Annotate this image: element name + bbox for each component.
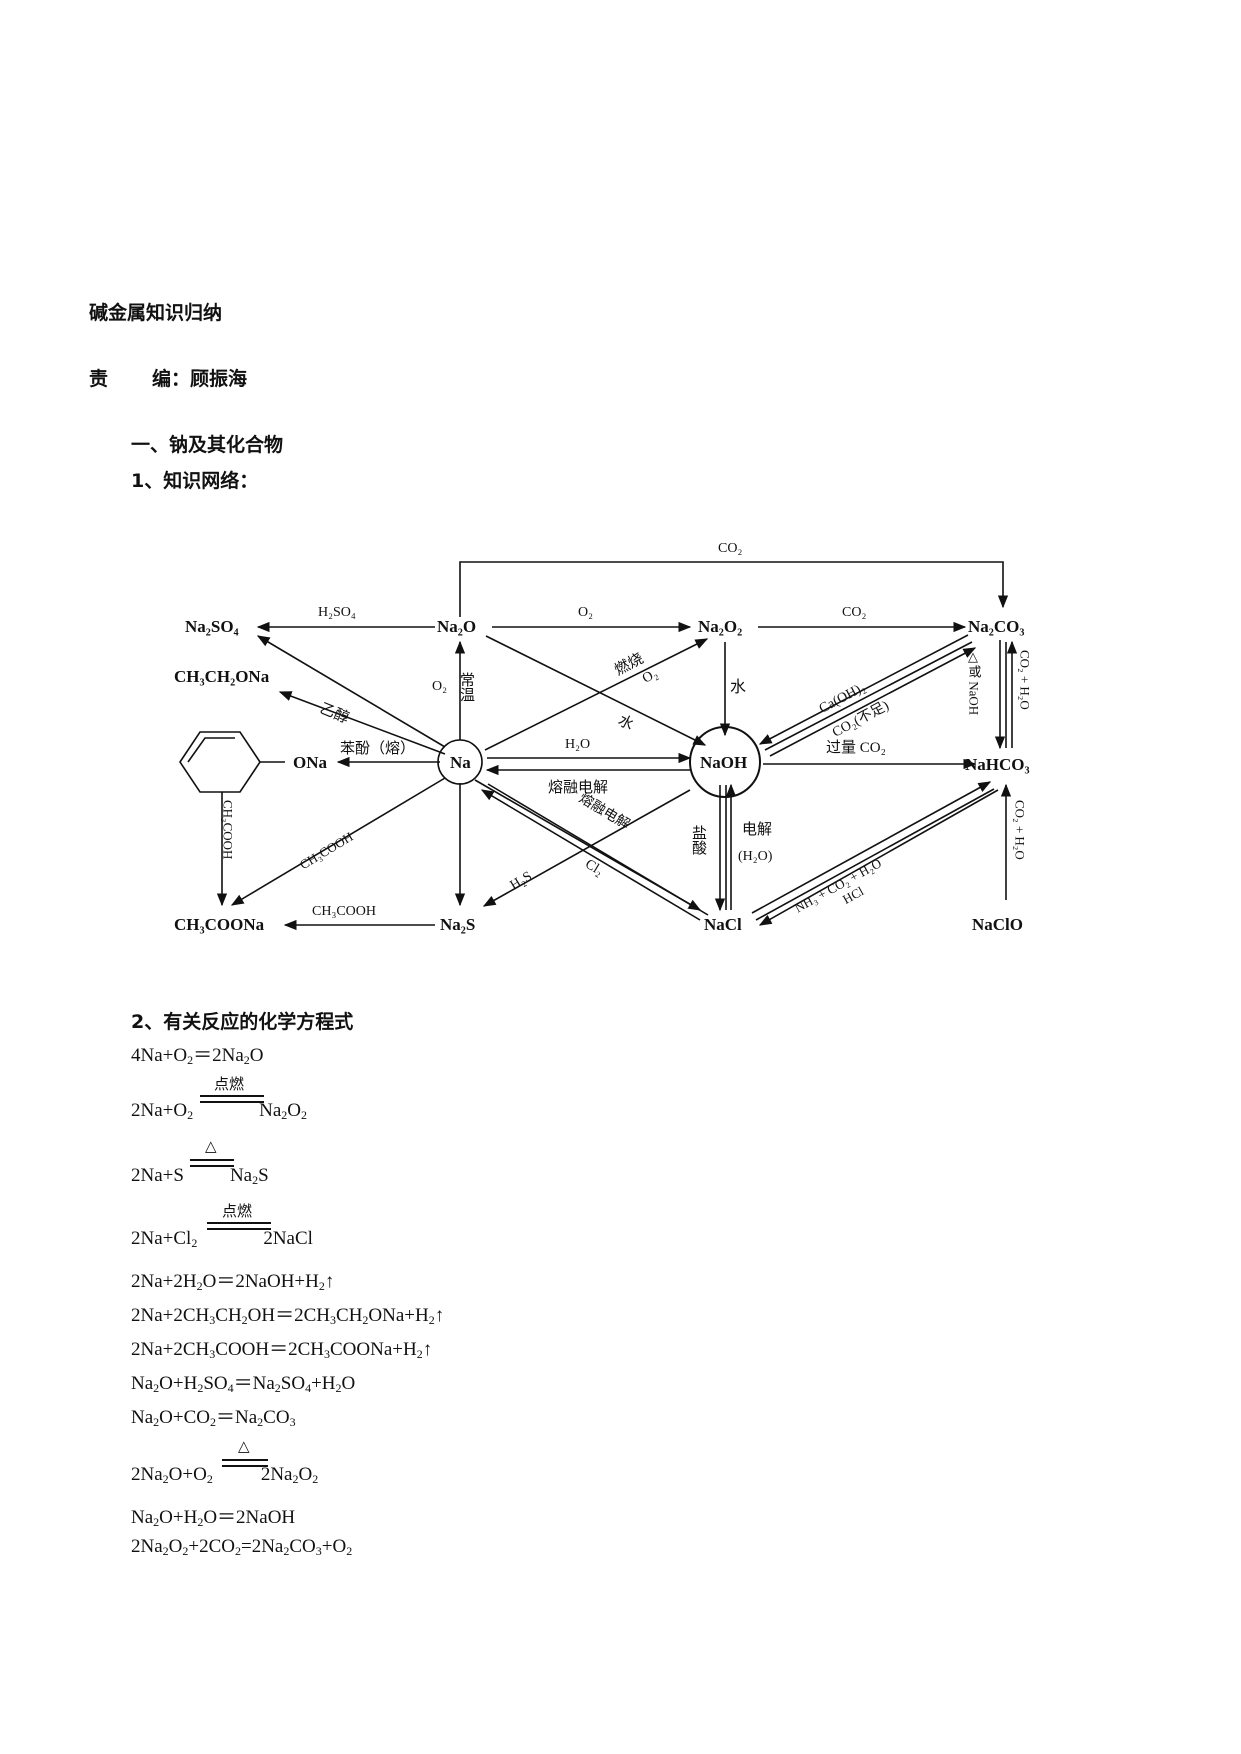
label-cl2: Cl₂ <box>582 857 605 879</box>
label-ch3cooh-d: CH₃COOH <box>297 829 356 872</box>
sodium-knowledge-network-diagram: Na Na₂O Na₂O₂ Na₂CO₃ Na₂SO₄ CH₃CH₂ONa ON… <box>174 541 1033 934</box>
equation-1: 4Na+O2＝2Na2O <box>131 1045 264 1067</box>
double-bar-4 <box>222 1459 268 1467</box>
equation-12: 2Na2O2+2CO2=2Na2CO3+O2 <box>131 1536 353 1558</box>
node-na2o2: Na₂O₂ <box>698 617 742 636</box>
node-naclo: NaClO <box>972 915 1023 934</box>
label-shui-b: 水 <box>730 678 746 696</box>
arrow-na2o-naoh <box>485 635 707 746</box>
label-co2-top: CO₂ <box>718 541 742 556</box>
label-h2o-p: (H₂O) <box>738 849 773 864</box>
arrow-na2o-na2co3-top <box>459 561 1009 617</box>
label-guoliang: 过量 CO₂ <box>826 739 886 756</box>
subsection-heading-network: 1、知识网络： <box>131 470 259 492</box>
editor-label: 责 <box>89 368 109 390</box>
label-ch3cooh-b: CH₃COOH <box>312 904 376 919</box>
equation-6: 2Na+2CH3CH2OH＝2CH3CH2ONa+H2↑ <box>131 1305 445 1327</box>
node-na2o: Na₂O <box>437 617 476 636</box>
node-ch3coona: CH₃COONa <box>174 915 265 934</box>
double-bar-2 <box>190 1159 234 1167</box>
node-ch3ch2ona: CH₃CH₂ONa <box>174 667 270 686</box>
subsection-heading-equations: 2、有关反应的化学方程式 <box>131 1011 354 1033</box>
node-na: Na <box>450 753 471 772</box>
label-shui-a: 水 <box>615 712 636 734</box>
arrow-na-ch3coona <box>230 777 446 906</box>
arrow-na2co3-naoh <box>758 634 969 745</box>
double-bar-1 <box>200 1095 264 1103</box>
label-dianjie: 电解 <box>742 821 772 838</box>
condition-ignite-1: 点燃 <box>214 1075 245 1093</box>
equation-11: Na2O+H2O＝2NaOH <box>131 1507 296 1529</box>
label-ronrong-b: 熔融电解 <box>576 790 632 833</box>
label-o2-v: O₂ <box>432 679 447 694</box>
label-co2h2o-b: CO₂ + H₂O <box>1013 800 1028 860</box>
equation-8: Na2O+H2SO4＝Na2SO4+H2O <box>131 1373 356 1395</box>
equation-5: 2Na+2H2O＝2NaOH+H2↑ <box>131 1271 335 1293</box>
arrow-nacl-na <box>480 789 701 921</box>
naoh-node-circle <box>689 726 761 798</box>
arrow-na-ch3ch2ona <box>278 691 446 755</box>
label-ronrong-a: 熔融电解 <box>548 779 608 796</box>
label-nh3: NH₃ + CO₂ + H₂O <box>792 855 884 915</box>
label-benfen: 苯酚（熔） <box>340 740 415 757</box>
node-na2s: Na₂S <box>440 915 475 934</box>
label-yansuan: 盐酸 <box>690 825 707 855</box>
section-heading: 一、钠及其化合物 <box>131 434 284 456</box>
na-node-circle <box>437 739 483 785</box>
node-na2co3: Na₂CO₃ <box>968 617 1024 636</box>
arrow-nahco3-nacl <box>758 789 999 926</box>
node-ona: ONa <box>293 753 328 772</box>
label-o2-c: O₂ <box>640 666 660 686</box>
page-title: 碱金属知识归纳 <box>89 302 223 324</box>
benzene-ring <box>179 731 261 793</box>
label-co2h2o-a: CO₂ + H₂O <box>1018 650 1033 710</box>
label-heat-naoh: △或 NaOH <box>967 650 982 715</box>
equation-9: Na2O+CO2＝Na2CO3 <box>131 1407 296 1429</box>
node-nacl: NaCl <box>704 915 742 934</box>
arrow-naoh-na2co3 <box>769 647 977 757</box>
condition-ignite-2: 点燃 <box>222 1202 253 1220</box>
arrow-naoh-na2s <box>482 789 691 907</box>
label-h2so4: H₂SO₄ <box>318 605 356 620</box>
arrow-na-na2o2 <box>484 638 709 751</box>
editor-name: 编：顾振海 <box>152 368 248 390</box>
label-co2-b: CO₂ <box>842 605 866 620</box>
label-yichun: 乙醇 <box>317 700 351 727</box>
equation-7: 2Na+2CH3COOH＝2CH3COONa+H2↑ <box>131 1339 433 1361</box>
node-nahco3: NaHCO₃ <box>965 755 1030 774</box>
node-na2so4: Na₂SO₄ <box>185 617 239 636</box>
node-naoh: NaOH <box>700 753 747 772</box>
condition-heat-2: △ <box>238 1437 250 1455</box>
label-h2o: H₂O <box>565 737 590 752</box>
arrow-nacl-nahco3 <box>751 781 992 914</box>
arrow-na-na2so4 <box>256 635 446 748</box>
label-o2-a: O₂ <box>578 605 593 620</box>
label-ch3cooh-v: CH₃COOH <box>221 800 236 859</box>
label-changwen: 常温 <box>458 672 475 702</box>
double-bar-3 <box>207 1222 271 1230</box>
condition-heat-1: △ <box>205 1137 217 1155</box>
